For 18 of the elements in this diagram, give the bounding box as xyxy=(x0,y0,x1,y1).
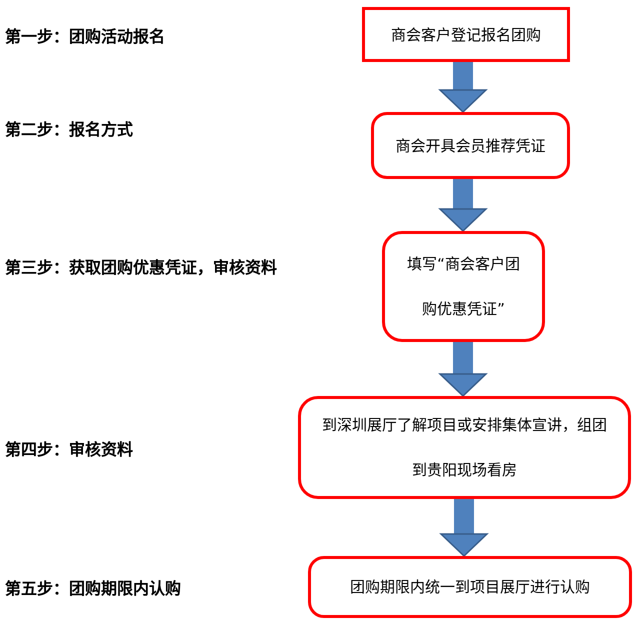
block-arrow xyxy=(439,342,487,397)
step-heading: 第四步：审核资料 xyxy=(5,440,133,460)
process-box xyxy=(308,556,632,618)
step-description: 团购期限内统一到项目展厅进行认购 xyxy=(350,578,590,596)
step-description: 商会开具会员推荐凭证 xyxy=(396,136,546,154)
process-box xyxy=(362,7,570,62)
step-description: 商会客户登记报名团购 xyxy=(391,26,541,44)
process-box xyxy=(298,396,631,499)
step-description: 填写“商会客户团购优惠凭证” xyxy=(407,254,520,318)
step-heading: 第三步：获取团购优惠凭证，审核资料 xyxy=(5,258,277,278)
process-box xyxy=(371,112,570,179)
step-description: 到深圳展厅了解项目或安排集体宣讲，组团到贵阳现场看房 xyxy=(322,416,607,478)
step-heading: 第一步：团购活动报名 xyxy=(5,27,165,47)
block-arrow xyxy=(439,179,487,232)
step-heading: 第五步：团购期限内认购 xyxy=(5,579,181,599)
step-heading: 第二步：报名方式 xyxy=(5,120,133,140)
block-arrow xyxy=(439,62,487,113)
process-box xyxy=(382,231,545,342)
